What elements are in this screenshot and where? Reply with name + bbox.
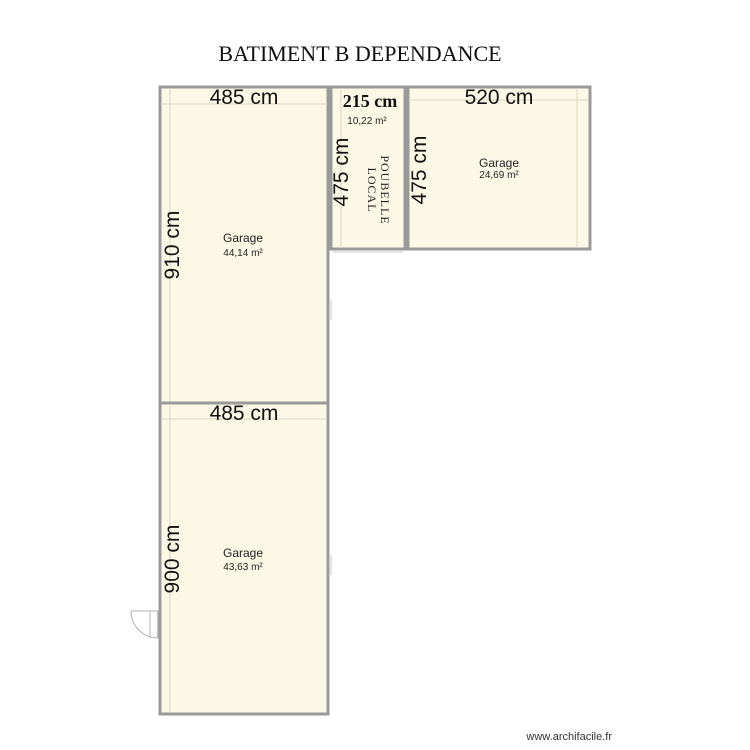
room-area: 24,69 m²: [479, 170, 519, 181]
local-label-line1: LOCAL: [365, 168, 379, 213]
height-dimension: 475 cm: [330, 138, 353, 207]
width-dimension: 215 cm: [343, 91, 397, 111]
plan-title: BATIMENT B DEPENDANCE: [218, 41, 501, 66]
room-area: 10,22 m²: [347, 116, 387, 127]
credit-text: www.archifacile.fr: [525, 731, 612, 743]
room-name: Garage: [479, 156, 519, 170]
local-label-line2: POUBELLE: [378, 155, 392, 224]
room-name: Garage: [223, 231, 263, 245]
room-garage-top-left-floor: [158, 85, 330, 405]
room-garage-top-left[interactable]: Garage 44,14 m² 485 cm 910 cm: [158, 85, 330, 405]
room-local-floor: [329, 85, 407, 251]
width-dimension: 485 cm: [210, 402, 279, 425]
room-garage-right-floor: [406, 85, 592, 251]
room-name: Garage: [223, 546, 263, 560]
width-dimension: 485 cm: [210, 86, 279, 109]
room-local-poubelle[interactable]: 215 cm 10,22 m² 475 cm LOCAL POUBELLE: [329, 85, 407, 253]
height-dimension: 910 cm: [161, 211, 184, 280]
door-swing-icon: [130, 610, 159, 639]
room-garage-bottom[interactable]: 485 cm 900 cm Garage 43,63 m²: [158, 401, 330, 716]
room-garage-bottom-floor: [158, 401, 330, 716]
height-dimension: 475 cm: [408, 136, 431, 205]
room-garage-right[interactable]: 520 cm 475 cm Garage 24,69 m²: [406, 85, 592, 251]
room-area: 44,14 m²: [223, 248, 263, 259]
room-area: 43,63 m²: [223, 562, 263, 573]
width-dimension: 520 cm: [465, 86, 534, 109]
height-dimension: 900 cm: [161, 525, 184, 594]
